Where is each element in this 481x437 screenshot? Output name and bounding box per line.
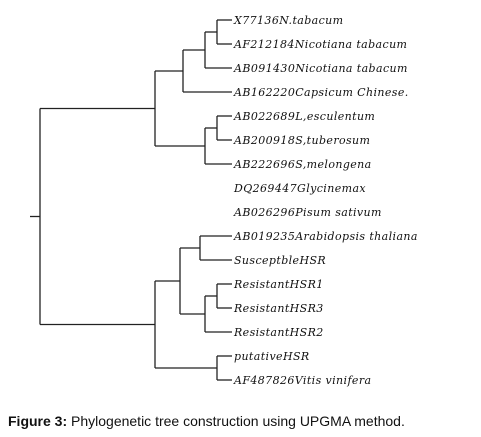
taxon-label-2: AF212184Nicotiana tabacum — [233, 38, 407, 51]
taxon-label-16: AF487826Vitis vinifera — [233, 374, 371, 387]
taxon-label-3: AB091430Nicotiana tabacum — [233, 62, 408, 75]
taxon-label-8: DQ269447Glycinemax — [233, 182, 366, 195]
taxon-label-10: AB019235Arabidopsis thaliana — [233, 230, 418, 243]
figure-caption-label: Figure 3: — [8, 413, 68, 429]
taxon-label-6: AB200918S,tuberosum — [233, 134, 370, 147]
taxon-label-9: AB026296Pisum sativum — [233, 206, 382, 219]
taxon-label-15: putativeHSR — [234, 350, 310, 363]
figure-caption-text: Phylogenetic tree construction using UPG… — [67, 413, 405, 429]
taxon-label-14: ResistantHSR2 — [233, 326, 324, 339]
taxon-label-7: AB222696S,melongena — [233, 158, 372, 171]
taxon-label-1: X77136N.tabacum — [233, 14, 344, 27]
taxon-label-13: ResistantHSR3 — [233, 302, 324, 315]
taxon-label-11: SusceptbleHSR — [234, 254, 326, 267]
figure-caption: Figure 3: Phylogenetic tree construction… — [8, 413, 478, 429]
taxon-label-5: AB022689L,esculentum — [233, 110, 375, 123]
taxon-label-12: ResistantHSR1 — [233, 278, 324, 291]
phylogenetic-tree: X77136N.tabacum AF212184Nicotiana tabacu… — [30, 14, 418, 387]
taxon-label-4: AB162220Capsicum Chinese. — [233, 86, 409, 99]
